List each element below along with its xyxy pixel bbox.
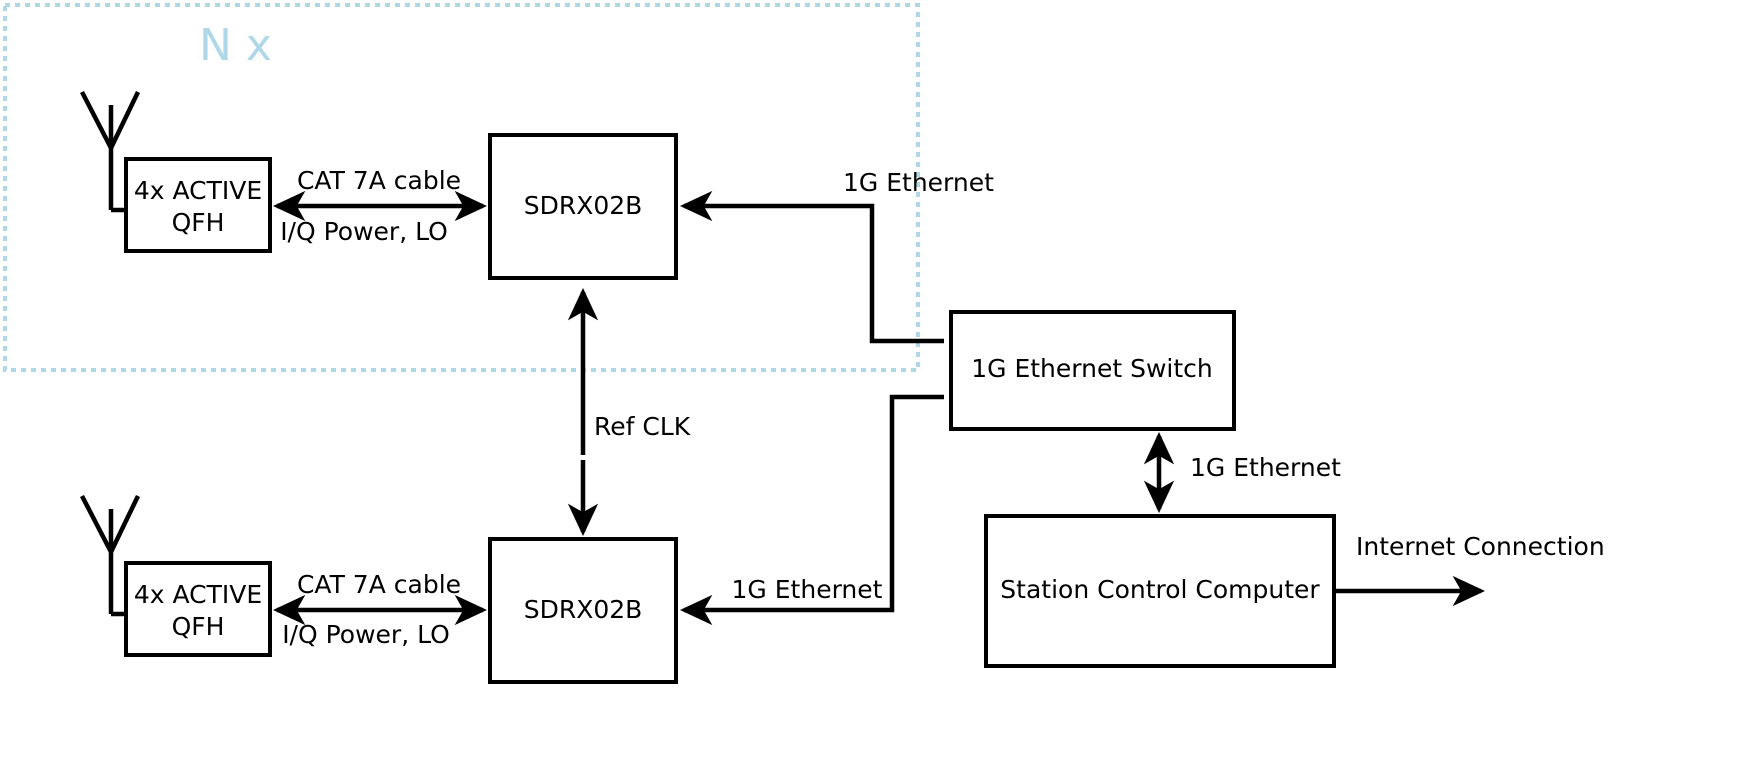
edge-sdr-top-to-switch	[679, 190, 944, 344]
node-active-qfh-top-label-line1: 4x ACTIVE	[134, 176, 262, 205]
edge-sdr-bottom-to-switch	[679, 394, 944, 626]
edge-label-1g-ethernet-switch-computer: 1G Ethernet	[1190, 453, 1341, 482]
edge-label-internet-connection: Internet Connection	[1356, 532, 1605, 561]
node-station-control-computer-label: Station Control Computer	[1000, 575, 1320, 604]
edge-label-cat7a-top: CAT 7A cable	[297, 166, 461, 195]
edge-label-iq-power-lo-bottom: I/Q Power, LO	[282, 620, 450, 649]
node-active-qfh-bottom-label-line1: 4x ACTIVE	[134, 580, 262, 609]
node-ethernet-switch-label: 1G Ethernet Switch	[971, 354, 1213, 383]
node-sdrx02b-bottom[interactable]	[488, 537, 678, 684]
node-sdrx02b-top-label: SDRX02B	[524, 191, 643, 220]
replicated-chain-dashed-border	[3, 3, 920, 372]
edge-label-cat7a-bottom: CAT 7A cable	[297, 570, 461, 599]
node-active-qfh-bottom[interactable]	[124, 561, 272, 657]
edge-label-1g-ethernet-bottom: 1G Ethernet	[732, 575, 883, 604]
node-station-control-computer[interactable]	[984, 514, 1336, 668]
node-active-qfh-bottom-label-line2: QFH	[172, 612, 225, 641]
node-active-qfh-top[interactable]	[124, 157, 272, 253]
node-sdrx02b-top[interactable]	[488, 133, 678, 280]
edge-label-1g-ethernet-top: 1G Ethernet	[843, 168, 994, 197]
node-ethernet-switch[interactable]	[949, 310, 1236, 431]
edge-label-iq-power-lo-top: I/Q Power, LO	[280, 217, 448, 246]
edge-label-ref-clk: Ref CLK	[594, 412, 691, 441]
node-sdrx02b-bottom-label: SDRX02B	[524, 595, 643, 624]
group-label-n-times: N x	[199, 20, 272, 71]
node-active-qfh-top-label-line2: QFH	[172, 208, 225, 237]
